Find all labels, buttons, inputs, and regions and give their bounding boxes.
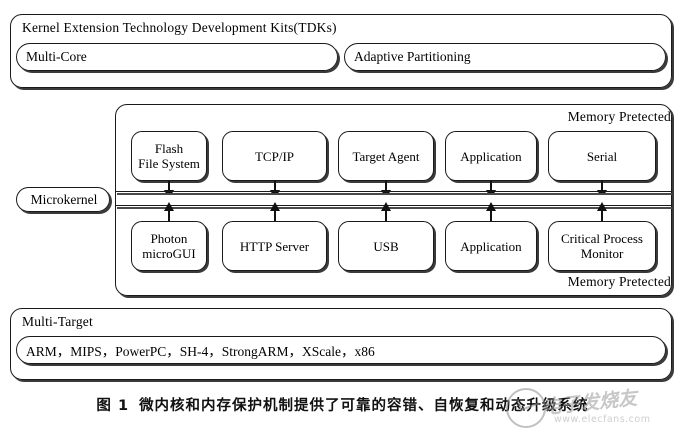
service-label-line1: Target Agent [352,148,420,164]
arrow-down-serial [597,181,607,199]
arrow-up-photon-microgui [164,202,174,221]
arrow-up-application-lower [486,202,496,221]
figure-caption: 图 1 微内核和内存保护机制提供了可靠的容错、自恢复和动态升级系统 [0,394,685,415]
arrow-down-tcp-ip [270,181,280,199]
multi-target-container [10,308,672,380]
arrow-up-critical-process-monitor [597,202,607,221]
memory-protected-top-label: Memory Pretected [567,109,671,124]
service-box-application-upper[interactable]: Application [445,131,537,181]
tdk-item-multi-core-label: Multi-Core [26,49,87,64]
service-label-line2: File System [138,156,200,171]
service-label-line1: Photon [150,231,188,246]
figure-number: 图 1 [96,398,130,414]
arrow-up-usb [381,202,391,221]
service-label-line2: Monitor [580,246,624,261]
tdk-item-multi-core[interactable]: Multi-Core [16,43,338,71]
microkernel-bar-bottom-edge [115,205,672,206]
service-box-http-server[interactable]: HTTP Server [222,221,327,271]
multi-target-title: Multi-Target [22,314,93,329]
service-box-flash-file-system[interactable]: Flash File System [131,131,207,181]
service-label-line1: Flash [154,141,184,156]
service-label-line1: Application [460,148,522,164]
watermark-url: www.elecfans.com [554,414,651,425]
microkernel-label-box[interactable]: Microkernel [16,187,110,212]
service-label-line1: TCP/IP [254,148,294,164]
arrow-down-flash-file-system [164,181,174,199]
service-box-tcp-ip[interactable]: TCP/IP [222,131,327,181]
tdk-item-adaptive-partitioning-label: Adaptive Partitioning [354,49,471,64]
service-label-line1: Application [460,238,522,254]
arrow-down-target-agent [381,181,391,199]
service-box-target-agent[interactable]: Target Agent [338,131,434,181]
microkernel-bar-inner-line [117,193,672,195]
arrow-down-application-upper [486,181,496,199]
service-label-line1: Serial [586,148,618,164]
arrow-up-http-server [270,202,280,221]
service-label-line1: HTTP Server [239,238,310,254]
service-box-critical-process-monitor[interactable]: Critical Process Monitor [548,221,656,271]
service-box-application-lower[interactable]: Application [445,221,537,271]
service-box-serial[interactable]: Serial [548,131,656,181]
microkernel-bar-shadow [117,207,672,209]
microkernel-bar-top-edge [115,191,672,192]
service-label-line2: microGUI [142,246,196,261]
multi-target-architectures-box[interactable]: ARM，MIPS，PowerPC，SH-4，StrongARM，XScale，x… [16,336,666,364]
memory-protected-bottom-label: Memory Pretected [567,274,671,289]
service-box-photon-microgui[interactable]: Photon microGUI [131,221,207,271]
tdk-item-adaptive-partitioning[interactable]: Adaptive Partitioning [344,43,666,71]
watermark-circle-icon [506,388,546,428]
tdk-section-title: Kernel Extension Technology Development … [22,20,337,35]
tdk-section-container [10,14,672,88]
service-box-usb[interactable]: USB [338,221,434,271]
microkernel-label: Microkernel [30,191,98,207]
service-label-line1: USB [373,238,399,254]
microkernel-bar-fill [116,193,671,205]
service-label-line1: Critical Process [561,231,643,246]
memory-protected-container [115,104,672,296]
watermark: 电子发烧友 www.elecfans.com [498,384,678,432]
multi-target-architectures-label: ARM，MIPS，PowerPC，SH-4，StrongARM，XScale，x… [26,344,375,359]
figure-caption-text: 微内核和内存保护机制提供了可靠的容错、自恢复和动态升级系统 [139,398,589,414]
